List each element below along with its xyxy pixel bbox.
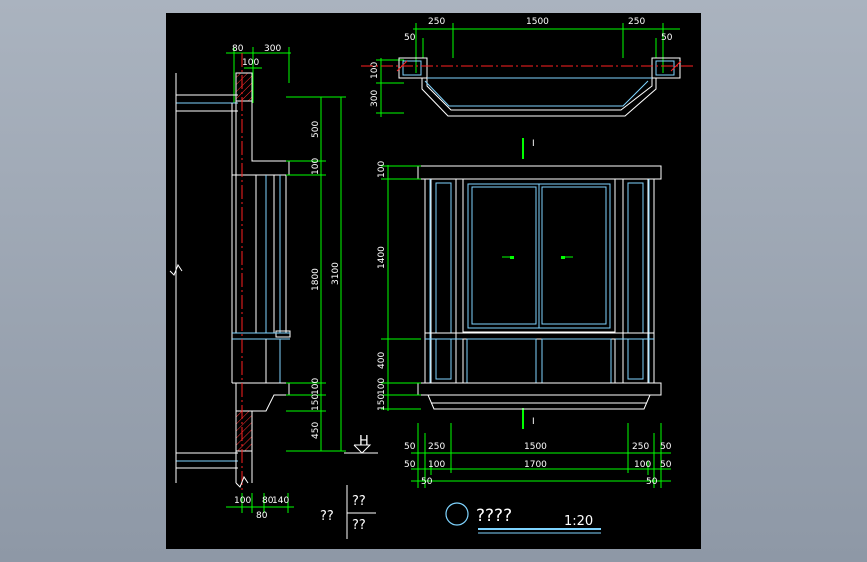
elevation-view: I I	[377, 138, 672, 488]
elev-dim-150: 150	[377, 394, 387, 411]
section-dim-450: 450	[311, 422, 321, 439]
plan-dim-100-vert: 100	[370, 62, 380, 79]
elev-bottom3-50-b: 50	[646, 477, 658, 487]
section-dim-100-a: 100	[311, 158, 321, 175]
plan-dim-50-right: 50	[661, 33, 673, 43]
drawing-scale: 1:20	[564, 514, 593, 529]
elev-dim-100-bottom: 100	[377, 378, 387, 395]
section-dim-3100: 3100	[331, 262, 341, 285]
section-view: 80 300 100	[169, 44, 378, 521]
elev-dim-1400: 1400	[377, 246, 387, 269]
section-dim-500: 500	[311, 121, 321, 138]
plan-dim-250-right: 250	[628, 17, 645, 27]
plan-dim-50-left: 50	[404, 33, 416, 43]
legend-top-text: ??	[352, 494, 366, 509]
elev-dim-400: 400	[377, 352, 387, 369]
elev-bottom-50-a: 50	[404, 442, 416, 452]
view-marker-circle	[445, 502, 469, 526]
section-dim-100-bottom: 100	[234, 496, 251, 506]
plan-dim-250-left: 250	[428, 17, 445, 27]
elev-bottom-50-b: 50	[660, 442, 672, 452]
plan-dim-300-vert: 300	[370, 90, 380, 107]
elev-bottom-250-b: 250	[632, 442, 649, 452]
cad-viewport[interactable]: 250 1500 250 50 50 100 300 80 300	[166, 13, 701, 549]
elev-dim-100-top: 100	[377, 161, 387, 178]
section-dim-80-bottom-b: 80	[256, 511, 268, 521]
legend-bottom-text: ??	[352, 518, 366, 533]
elev-bottom2-100-a: 100	[428, 460, 445, 470]
elev-bottom-1500: 1500	[524, 442, 547, 452]
section-dim-150: 150	[311, 394, 321, 411]
title-block: ?? ?? ?? ???? 1:20	[320, 485, 601, 539]
elev-bottom2-50-b: 50	[660, 460, 672, 470]
elev-bottom3-50-a: 50	[421, 477, 433, 487]
section-dim-80-top: 80	[232, 44, 244, 54]
drawing-title: ????	[476, 506, 512, 526]
section-dim-100-b: 100	[311, 378, 321, 395]
section-mark-top: I	[532, 139, 535, 149]
plan-dim-1500: 1500	[526, 17, 549, 27]
section-dim-80-bottom: 80	[262, 496, 274, 506]
legend-left-text: ??	[320, 509, 334, 524]
elev-bottom2-100-b: 100	[634, 460, 651, 470]
elev-bottom-250-a: 250	[428, 442, 445, 452]
section-mark-bottom: I	[532, 417, 535, 427]
plan-view: 250 1500 250 50 50 100 300	[361, 17, 696, 117]
level-mark-h: H	[359, 434, 369, 449]
elev-bottom2-50-a: 50	[404, 460, 416, 470]
section-dim-100-top: 100	[242, 58, 259, 68]
section-dim-140-bottom: 140	[272, 496, 289, 506]
section-dim-300-top: 300	[264, 44, 281, 54]
elev-bottom2-1700: 1700	[524, 460, 547, 470]
cad-drawing: 250 1500 250 50 50 100 300 80 300	[169, 17, 696, 539]
section-dim-1800: 1800	[311, 268, 321, 291]
